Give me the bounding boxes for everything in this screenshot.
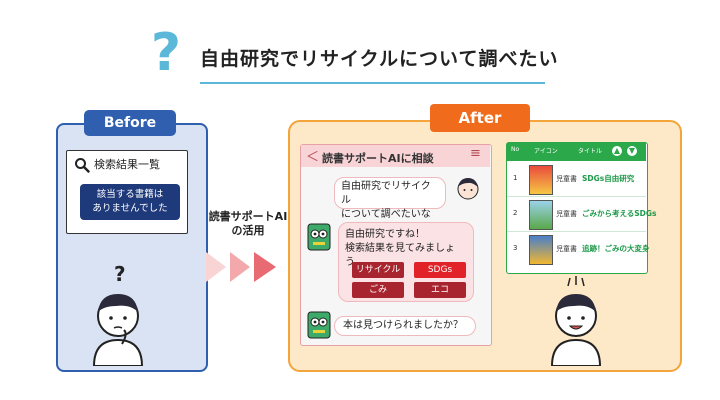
page-title: 自由研究でリサイクルについて調べたい	[200, 48, 559, 70]
result-type: 児童書	[556, 245, 577, 253]
result-row[interactable]	[507, 162, 646, 197]
results-col-title: タイトル	[578, 148, 603, 155]
thinking-mark: ?	[114, 262, 126, 286]
ai-usage-line1: 読書サポートAI	[208, 210, 288, 223]
search-icon	[75, 158, 90, 173]
confused-boy-icon	[92, 294, 144, 366]
chat-header	[301, 145, 490, 167]
result-num: 1	[513, 174, 518, 182]
sort-down-icon[interactable]: ▼	[627, 146, 637, 156]
after-tab: After	[430, 104, 530, 132]
user-message-line1: 自由研究でリサイクル	[341, 181, 431, 206]
results-col-no: No	[511, 146, 520, 153]
user-message-line2: について調べたいな	[341, 209, 431, 220]
result-type: 児童書	[556, 175, 577, 183]
result-title-link[interactable]: ごみから考えるSDGs	[582, 209, 657, 218]
book-cover-image	[529, 165, 553, 195]
excited-boy-icon	[550, 276, 602, 366]
no-results-line2: ありませんでした	[92, 203, 168, 214]
ai-usage-line2: の活用	[231, 224, 265, 237]
keyword-button-gomi[interactable]: ごみ	[352, 282, 404, 298]
result-num: 2	[513, 209, 518, 217]
menu-icon[interactable]: ≡	[470, 146, 481, 161]
before-tab: Before	[84, 110, 176, 136]
result-num: 3	[513, 244, 518, 252]
keyword-button-recycle[interactable]: リサイクル	[352, 262, 404, 278]
user-message-bubble: 自由研究でリサイクル について調べたいな	[334, 177, 446, 220]
no-results-message: 該当する書籍は ありませんでした	[80, 184, 180, 220]
keyword-button-sdgs[interactable]: SDGs	[414, 262, 466, 278]
chat-title: 読書サポートAIに相談	[322, 152, 434, 165]
result-type: 児童書	[556, 210, 577, 218]
results-header	[507, 143, 646, 161]
result-row[interactable]	[507, 197, 646, 232]
back-icon[interactable]: ＜	[306, 150, 320, 165]
ai-message-line1: 自由研究ですね！	[345, 229, 425, 240]
book-cover-image	[529, 235, 553, 265]
user-avatar-icon	[457, 178, 479, 200]
result-title-link[interactable]: 追跡！ごみの大変身	[582, 244, 650, 253]
search-result-label: 検索結果一覧	[94, 158, 160, 171]
question-mark-icon: ?	[150, 23, 182, 83]
keyword-button-eco[interactable]: エコ	[414, 282, 466, 298]
results-col-icon: アイコン	[534, 148, 558, 155]
followup-message-bubble: 本は見つけられましたか？	[334, 316, 476, 336]
sort-up-icon[interactable]: ▲	[612, 146, 622, 156]
ai-robot-icon	[307, 223, 331, 251]
book-cover-image	[529, 200, 553, 230]
ai-robot-icon-2	[307, 311, 331, 339]
no-results-line1: 該当する書籍は	[96, 189, 164, 200]
ai-usage-label: 読書サポートAI の活用	[196, 210, 300, 238]
title-underline	[200, 82, 545, 84]
progress-arrows-icon	[206, 252, 276, 282]
result-title-link[interactable]: SDGs自由研究	[582, 174, 635, 183]
